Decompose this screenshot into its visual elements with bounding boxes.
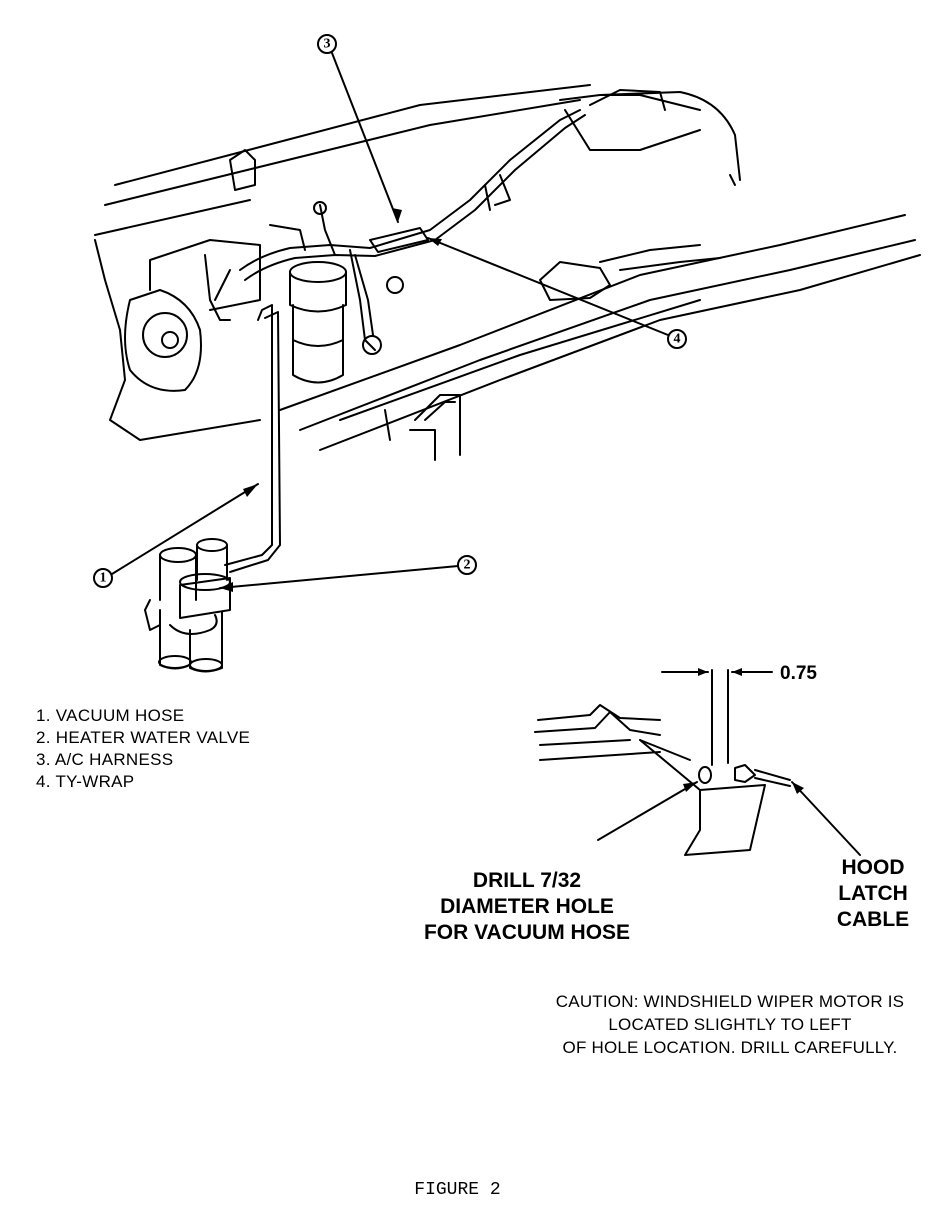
- caution-line: OF HOLE LOCATION. DRILL CAREFULLY.: [562, 1038, 898, 1057]
- arrowheads: [220, 208, 442, 592]
- hood-label-line: HOOD: [841, 856, 905, 879]
- legend-item: 2. HEATER WATER VALVE: [36, 728, 251, 747]
- caution-line: CAUTION: WINDSHIELD WIPER MOTOR IS: [555, 992, 905, 1011]
- legend-item: 3. A/C HARNESS: [36, 750, 174, 769]
- caution-line: LOCATED SLIGHTLY TO LEFT: [608, 1015, 852, 1034]
- hood-label-line: CABLE: [836, 908, 910, 931]
- callout-1: 1: [100, 571, 107, 586]
- detail-arrowheads: [683, 668, 804, 794]
- cowl-panel: [94, 84, 921, 451]
- bracket: [384, 394, 461, 461]
- callout-leaders: [93, 34, 687, 589]
- drill-hole-label: DRILL 7/32 DIAMETER HOLE FOR VACUUM HOSE: [412, 868, 642, 946]
- drill-label-line: DIAMETER HOLE: [440, 895, 614, 918]
- hood-label-line: LATCH: [838, 882, 908, 905]
- strut-tower: [124, 239, 261, 392]
- parts-legend: 1. VACUUM HOSE 2. HEATER WATER VALVE 3. …: [36, 705, 250, 793]
- callout-2: 2: [464, 558, 471, 573]
- callout-4: 4: [674, 332, 681, 347]
- callout-3: 3: [324, 37, 331, 52]
- legend-item: 1. VACUUM HOSE: [36, 706, 185, 725]
- hood-latch-label: HOOD LATCH CABLE: [818, 855, 928, 933]
- legend-item: 4. TY-WRAP: [36, 772, 135, 791]
- vacuum-canister: [289, 261, 347, 384]
- drill-label-line: DRILL 7/32: [472, 869, 582, 892]
- detail-view: [534, 669, 861, 856]
- ac-harness: [209, 109, 586, 355]
- figure-caption: FIGURE 2: [414, 1180, 501, 1200]
- drill-label-line: FOR VACUUM HOSE: [423, 921, 631, 944]
- dimension-label: 0.75: [780, 663, 817, 684]
- caution-note: CAUTION: WINDSHIELD WIPER MOTOR IS LOCAT…: [530, 990, 930, 1059]
- heater-water-valve: [144, 538, 231, 673]
- vacuum-hose: [224, 304, 281, 573]
